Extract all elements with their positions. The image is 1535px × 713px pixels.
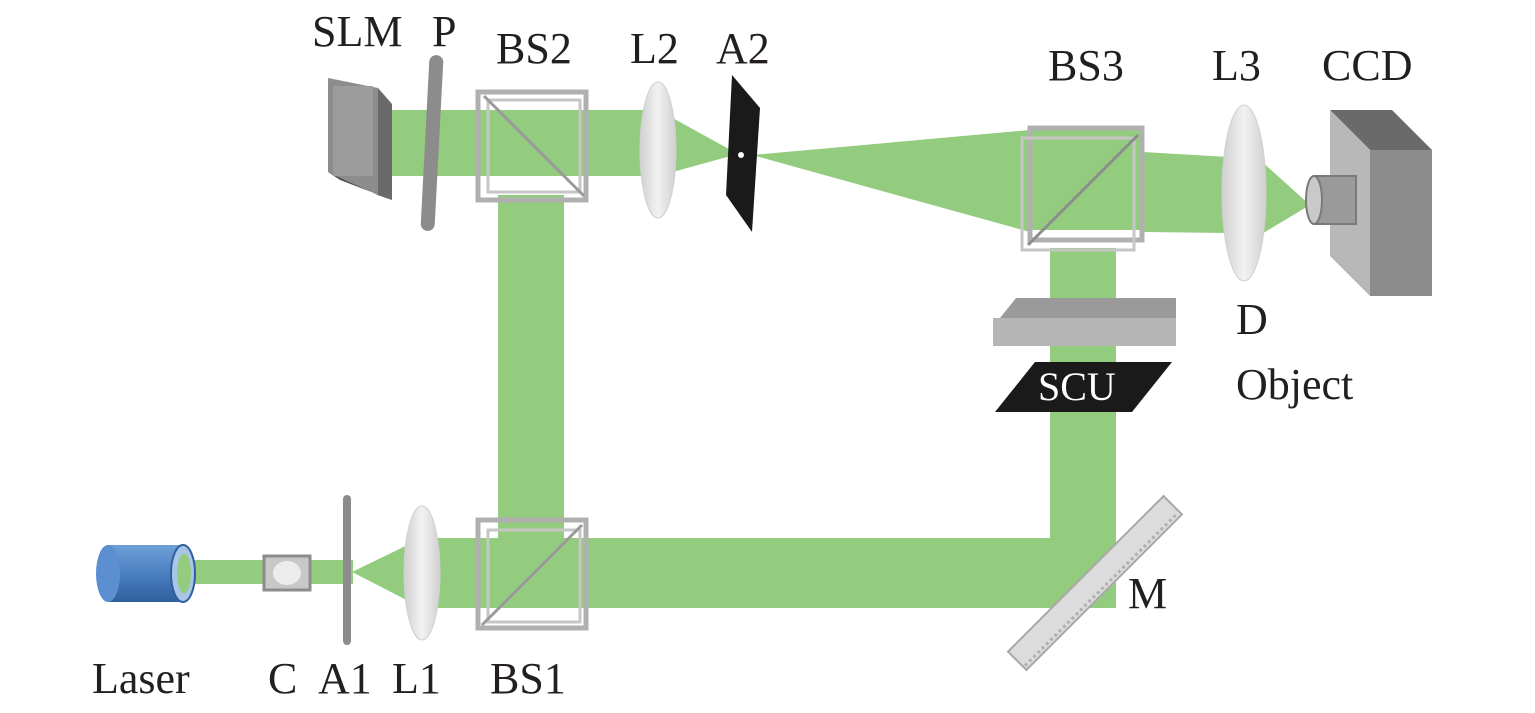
beamsplitter-bs3 <box>1020 125 1145 252</box>
mirror-m <box>1006 494 1184 672</box>
beam-l3-to-ccd <box>1260 160 1310 235</box>
bs2-front <box>475 89 589 203</box>
label-p: P <box>432 7 456 56</box>
ccd-top <box>1330 110 1432 150</box>
label-laser: Laser <box>92 654 190 703</box>
collimator <box>262 554 312 592</box>
beam-through-bs3 <box>1030 130 1142 230</box>
ccd-lens-face <box>1305 175 1323 225</box>
label-bs3: BS3 <box>1048 41 1124 90</box>
laser-aperture-inner <box>177 553 191 594</box>
label-bs2: BS2 <box>496 24 572 73</box>
beamsplitter-bs2 <box>475 89 589 203</box>
label-l2: L2 <box>630 24 679 73</box>
ccd-camera <box>1305 110 1432 296</box>
label-c: C <box>268 654 297 703</box>
mirror-hatch <box>1023 511 1179 667</box>
label-a1: A1 <box>318 654 372 703</box>
beam-bs1-to-mirror <box>422 538 1112 608</box>
object-plate <box>993 298 1176 346</box>
label-m: M <box>1128 569 1167 618</box>
beam-bs1-to-bs2 <box>498 195 564 540</box>
lens-l2 <box>639 81 677 219</box>
bs1-diagonal <box>480 523 584 627</box>
label-l3: L3 <box>1212 41 1261 90</box>
label-bs1: BS1 <box>490 654 566 703</box>
lens-l3 <box>1221 104 1267 282</box>
bs3-diagonal <box>1026 133 1140 247</box>
label-slm: SLM <box>312 7 402 56</box>
bs1-back <box>486 528 582 624</box>
bs3-back <box>1020 136 1136 252</box>
label-a2: A2 <box>716 24 770 73</box>
aperture-a2-pinhole <box>738 152 744 158</box>
labels: SLM P BS2 L2 A2 BS3 L3 CCD D Object SCU … <box>92 7 1412 703</box>
bs3-front <box>1027 125 1145 243</box>
slm-side <box>378 88 392 200</box>
label-scu: SCU <box>1038 364 1116 409</box>
beam-bs3-to-l3 <box>1142 152 1228 233</box>
laser-back <box>96 545 120 602</box>
ccd-side <box>1370 150 1432 296</box>
label-object: Object <box>1236 360 1353 409</box>
beam-slm-to-l2 <box>380 110 658 176</box>
slm <box>328 78 392 200</box>
beam-diverge-cone <box>752 130 1030 232</box>
object-plate-top <box>1000 298 1176 318</box>
laser-source <box>96 544 196 603</box>
aperture-a1 <box>343 495 351 645</box>
beamsplitter-bs1 <box>475 517 589 631</box>
scu-block <box>995 362 1172 412</box>
slm-screen <box>333 86 373 176</box>
label-ccd: CCD <box>1322 41 1412 90</box>
beam-focus-cone <box>658 110 738 176</box>
polarizer-p <box>420 55 444 231</box>
bs1-front <box>475 517 589 631</box>
mirror-body <box>1006 494 1184 672</box>
bs2-diagonal <box>482 94 586 198</box>
label-d: D <box>1236 295 1268 344</box>
collimator-hole <box>273 561 301 585</box>
lens-l1 <box>403 505 441 641</box>
object-plate-face <box>993 318 1176 346</box>
bs2-back <box>486 98 582 194</box>
label-l1: L1 <box>392 654 441 703</box>
